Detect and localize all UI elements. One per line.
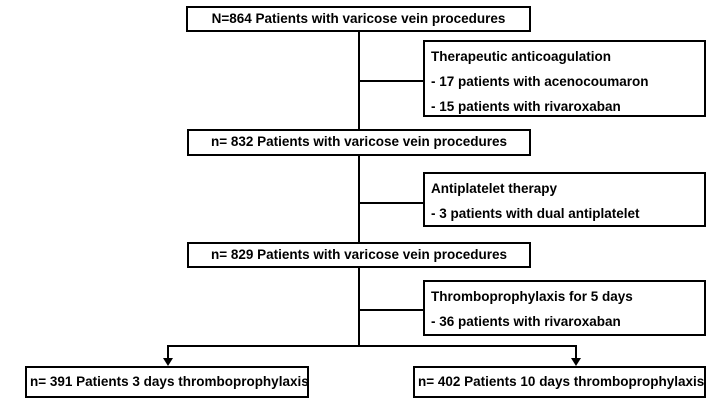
exclusion-item: - 15 patients with rivaroxaban — [431, 99, 621, 114]
connector-drop-left — [167, 347, 169, 359]
connector-spine-1 — [358, 31, 360, 129]
exclusion-title: Therapeutic anticoagulation — [431, 49, 612, 64]
arrow-down-right-icon — [571, 358, 581, 366]
box-after-antiplatelet: n= 829 Patients with varicose vein proce… — [187, 242, 531, 268]
box-after-anticoagulation: n= 832 Patients with varicose vein proce… — [187, 129, 531, 156]
box-exclusion-anticoagulation: Therapeutic anticoagulation - 17 patient… — [423, 40, 706, 117]
box-arm-3days: n= 391 Patients 3 days thromboprophylaxi… — [25, 366, 309, 398]
connector-split-line — [167, 345, 577, 347]
exclusion-title: Antiplatelet therapy — [431, 181, 558, 196]
box-total-patients: N=864 Patients with varicose vein proced… — [186, 6, 531, 32]
exclusion-title: Thromboprophylaxis for 5 days — [431, 289, 633, 304]
connector-branch-thromboprophylaxis — [360, 309, 423, 311]
exclusion-item: - 36 patients with rivaroxaban — [431, 314, 621, 329]
box-exclusion-thromboprophylaxis: Thromboprophylaxis for 5 days - 36 patie… — [423, 280, 706, 336]
exclusion-item: - 17 patients with acenocoumaron — [431, 74, 649, 89]
exclusion-item: - 3 patients with dual antiplatelet — [431, 206, 640, 221]
box-arm-10days: n= 402 Patients 10 days thromboprophylax… — [413, 366, 706, 398]
box-exclusion-antiplatelet: Antiplatelet therapy - 3 patients with d… — [423, 172, 706, 227]
connector-spine-2 — [358, 156, 360, 242]
connector-branch-anticoagulation — [360, 80, 423, 82]
connector-branch-antiplatelet — [360, 202, 423, 204]
connector-drop-right — [575, 347, 577, 359]
arrow-down-left-icon — [163, 358, 173, 366]
connector-spine-3 — [358, 268, 360, 347]
